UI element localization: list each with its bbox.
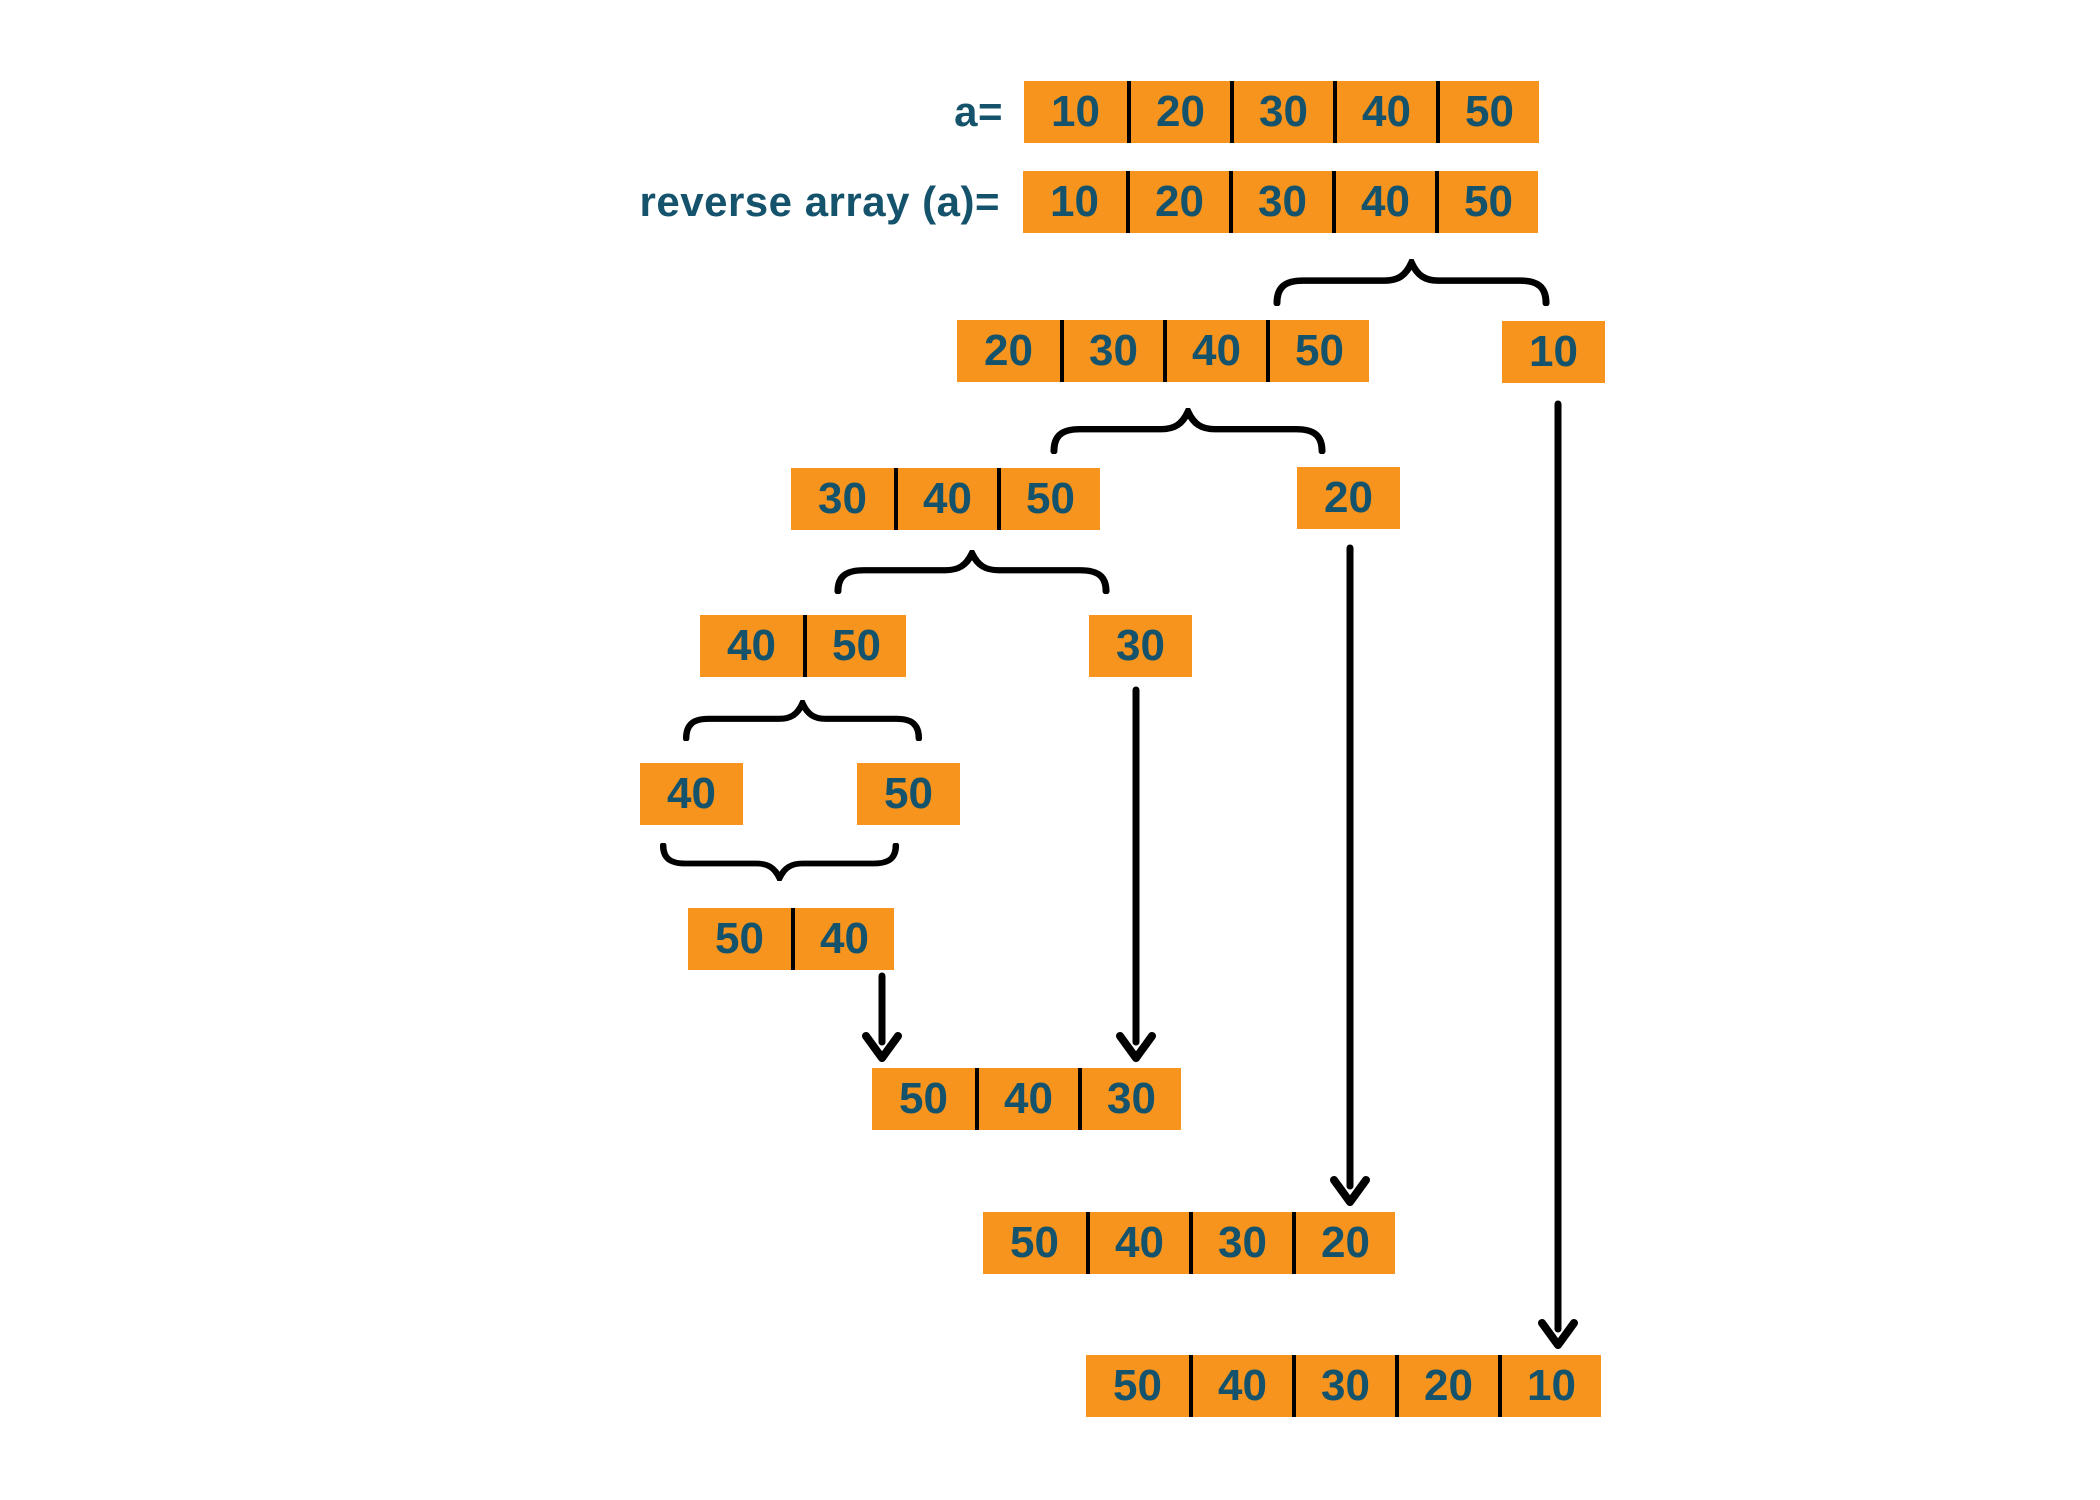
arrow-merge1-to-merge2 — [862, 972, 902, 1062]
array-cell: 50 — [1086, 1355, 1189, 1417]
array-cell: 30 — [1078, 1068, 1181, 1130]
array-cell: 20 — [1127, 81, 1230, 143]
array-cell: 20 — [1395, 1355, 1498, 1417]
array-cell: 50 — [688, 908, 791, 970]
array-merge1: 50 40 — [688, 908, 894, 970]
array-cell: 20 — [1292, 1212, 1395, 1274]
array-split3-rest: 40 50 — [700, 615, 906, 677]
array-cell: 40 — [1163, 320, 1266, 382]
array-cell: 10 — [1498, 1355, 1601, 1417]
array-cell: 10 — [1023, 171, 1126, 233]
merge-brace — [658, 843, 901, 881]
split-brace-1 — [1271, 259, 1552, 306]
array-cell: 50 — [803, 615, 906, 677]
array-cell: 50 — [1435, 171, 1538, 233]
array-cell: 50 — [1436, 81, 1539, 143]
array-a: 10 20 30 40 50 — [1024, 81, 1539, 143]
split-brace-4 — [681, 700, 924, 741]
array-cell: 40 — [975, 1068, 1078, 1130]
array-cell: 30 — [1230, 81, 1333, 143]
array-reverse-input: 10 20 30 40 50 — [1023, 171, 1538, 233]
array-split1-rest: 20 30 40 50 — [957, 320, 1369, 382]
array-cell: 40 — [1086, 1212, 1189, 1274]
box-element-50: 50 — [857, 763, 960, 825]
array-cell: 30 — [1292, 1355, 1395, 1417]
array-merge2: 50 40 30 — [872, 1068, 1181, 1130]
array-cell: 50 — [997, 468, 1100, 530]
array-cell: 40 — [1332, 171, 1435, 233]
split-brace-3 — [832, 550, 1112, 594]
arrow-box30-to-merge2 — [1116, 686, 1156, 1062]
array-cell: 40 — [1189, 1355, 1292, 1417]
box-element-30: 30 — [1089, 615, 1192, 677]
arrow-box10-to-result — [1538, 400, 1578, 1349]
label-reverse-array: reverse array (a)= — [639, 178, 1000, 225]
array-cell: 10 — [1024, 81, 1127, 143]
label-a-equals: a= — [954, 88, 1003, 135]
box-element-10: 10 — [1502, 321, 1605, 383]
box-element-20: 20 — [1297, 467, 1400, 529]
array-split2-rest: 30 40 50 — [791, 468, 1100, 530]
array-cell: 30 — [1229, 171, 1332, 233]
array-result: 50 40 30 20 10 — [1086, 1355, 1601, 1417]
array-cell: 20 — [1126, 171, 1229, 233]
array-cell: 50 — [1266, 320, 1369, 382]
array-cell: 40 — [791, 908, 894, 970]
array-cell: 30 — [791, 468, 894, 530]
array-cell: 50 — [983, 1212, 1086, 1274]
box-element-40: 40 — [640, 763, 743, 825]
arrow-box20-to-merge3 — [1330, 544, 1370, 1206]
array-cell: 40 — [894, 468, 997, 530]
array-cell: 20 — [957, 320, 1060, 382]
array-cell: 40 — [700, 615, 803, 677]
array-cell: 40 — [1333, 81, 1436, 143]
array-cell: 30 — [1189, 1212, 1292, 1274]
array-cell: 30 — [1060, 320, 1163, 382]
split-brace-2 — [1048, 408, 1328, 454]
array-merge3: 50 40 30 20 — [983, 1212, 1395, 1274]
array-cell: 50 — [872, 1068, 975, 1130]
